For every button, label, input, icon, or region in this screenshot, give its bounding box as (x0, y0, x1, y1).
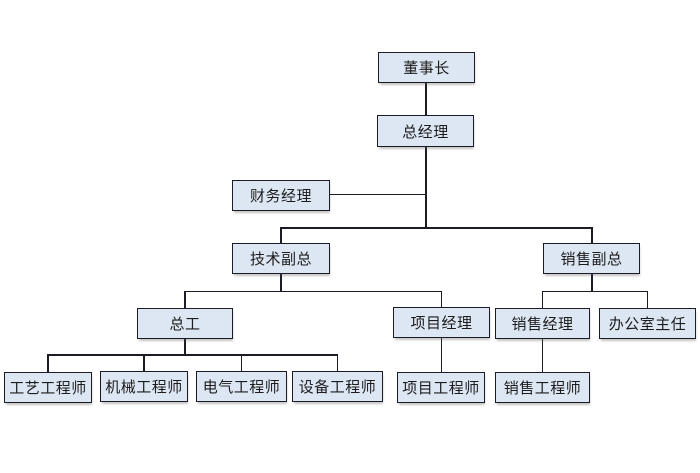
connector-line (425, 146, 427, 228)
connector-line (440, 290, 443, 308)
org-node-mechanical-engineer: 机械工程师 (100, 371, 188, 402)
org-node-chairman: 董事长 (378, 52, 475, 83)
connector-line (591, 273, 593, 292)
org-node-process-engineer: 工艺工程师 (4, 372, 92, 403)
org-node-label: 财务经理 (249, 189, 312, 205)
connector-line (47, 354, 339, 356)
org-node-finance-manager: 财务经理 (232, 180, 330, 211)
org-node-electrical-engineer: 电气工程师 (196, 371, 287, 402)
connector-line (541, 290, 544, 309)
connector-line (541, 290, 649, 293)
connector-line (541, 338, 544, 372)
connector-line (425, 83, 427, 115)
org-node-chief-engineer: 总工 (137, 308, 233, 339)
connector-line (336, 354, 339, 372)
connector-line (184, 290, 186, 309)
org-node-office-director: 办公室主任 (599, 308, 696, 339)
org-node-tech-vp: 技术副总 (232, 243, 330, 274)
connector-line (240, 354, 243, 372)
connector-line (184, 338, 186, 356)
connector-line (330, 193, 426, 196)
org-node-label: 项目工程师 (402, 381, 480, 397)
org-node-label: 工艺工程师 (9, 381, 87, 397)
org-node-equipment-engineer: 设备工程师 (292, 371, 383, 402)
connector-line (184, 290, 443, 293)
org-node-label: 办公室主任 (608, 317, 687, 333)
org-node-label: 电气工程师 (202, 380, 281, 396)
org-node-project-engineer: 项目工程师 (397, 372, 485, 403)
connector-line (440, 337, 443, 372)
org-node-label: 设备工程师 (298, 380, 377, 396)
org-node-general-manager: 总经理 (377, 115, 474, 147)
connector-line (143, 354, 145, 372)
org-node-label: 销售副总 (560, 252, 623, 268)
org-node-sales-engineer: 销售工程师 (495, 372, 590, 403)
org-node-label: 技术副总 (249, 252, 312, 268)
connector-line (646, 290, 649, 309)
connector-line (280, 227, 282, 244)
org-node-label: 董事长 (403, 61, 450, 77)
connector-line (591, 227, 593, 244)
connector-line (47, 354, 49, 373)
org-node-sales-vp: 销售副总 (543, 243, 640, 274)
org-node-sales-manager: 销售经理 (495, 308, 590, 339)
org-node-label: 销售工程师 (503, 381, 582, 397)
org-node-project-manager: 项目经理 (393, 307, 490, 338)
org-node-label: 总经理 (402, 124, 449, 141)
connector-line (280, 227, 593, 229)
org-node-label: 机械工程师 (105, 380, 183, 396)
org-node-label: 总工 (169, 317, 201, 333)
org-node-label: 项目经理 (410, 316, 473, 332)
org-node-label: 销售经理 (511, 317, 574, 333)
connector-line (280, 274, 282, 292)
